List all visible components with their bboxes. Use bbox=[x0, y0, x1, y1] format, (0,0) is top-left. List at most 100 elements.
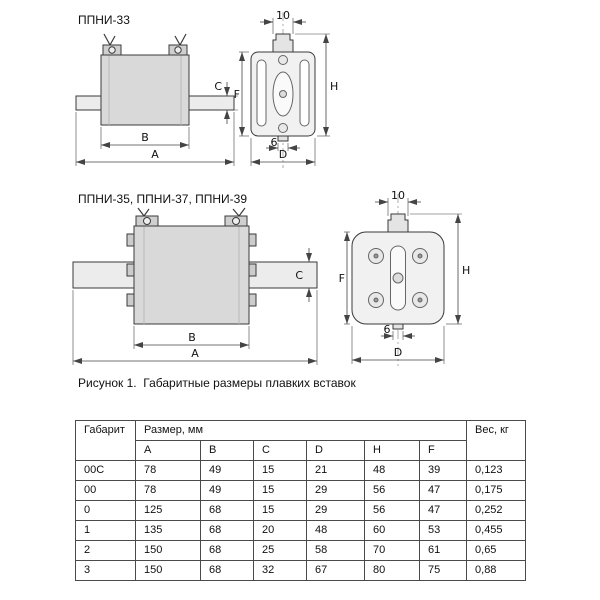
fuse-body bbox=[133, 225, 250, 325]
cell-d: 29 bbox=[306, 500, 365, 521]
dimension-f bbox=[344, 231, 350, 325]
terminal-lugs bbox=[135, 215, 248, 227]
bottom-tab bbox=[277, 135, 289, 142]
right-slot bbox=[299, 59, 310, 127]
left-slot bbox=[256, 59, 267, 127]
cell-b: 68 bbox=[200, 520, 254, 541]
cell-h: 56 bbox=[364, 480, 420, 501]
dim-label-b: B bbox=[188, 331, 196, 344]
dim-label-d: D bbox=[279, 148, 287, 161]
header-size: Размер, мм bbox=[134, 420, 468, 441]
dimension-d bbox=[351, 326, 445, 364]
dimension-b bbox=[133, 326, 250, 349]
cell-a: 150 bbox=[135, 560, 201, 581]
cell-d: 48 bbox=[306, 520, 365, 541]
corner-screws bbox=[368, 248, 428, 308]
cell-h: 48 bbox=[364, 460, 420, 481]
header-dim-d: D bbox=[306, 440, 365, 461]
dim-label-6: 6 bbox=[271, 136, 278, 149]
cell-h: 80 bbox=[364, 560, 420, 581]
cell-weight: 0,175 bbox=[466, 480, 527, 501]
cell-a: 135 bbox=[135, 520, 201, 541]
header-dim-f: F bbox=[418, 440, 468, 461]
fuse-35-front-view: 10 H F 6 D bbox=[339, 189, 470, 366]
header-gabarit: Габарит bbox=[75, 420, 136, 461]
table-row: 1 135 68 20 48 60 53 0,455 bbox=[75, 520, 527, 541]
fuse-33-front-view: 10 H F 6 D bbox=[234, 9, 338, 168]
dim-label-f: F bbox=[339, 272, 345, 285]
cell-b: 68 bbox=[200, 540, 254, 561]
dim-label-h: H bbox=[330, 80, 338, 93]
dimension-c bbox=[220, 82, 238, 124]
dimension-a bbox=[75, 112, 235, 166]
dim-label-c: C bbox=[214, 80, 222, 93]
fig2-title: ППНИ-35, ППНИ-37, ППНИ-39 bbox=[78, 192, 247, 206]
header-dim-h: H bbox=[364, 440, 420, 461]
dim-label-6: 6 bbox=[384, 323, 391, 336]
cell-f: 47 bbox=[418, 480, 468, 501]
indicator-pin bbox=[279, 90, 287, 98]
cell-gabarit: 0 bbox=[75, 500, 136, 521]
dim-label-10: 10 bbox=[276, 9, 290, 22]
cell-gabarit: 3 bbox=[75, 560, 136, 581]
cell-d: 29 bbox=[306, 480, 365, 501]
header-dim-b: B bbox=[200, 440, 254, 461]
cell-c: 20 bbox=[253, 520, 307, 541]
header-dim-a: A bbox=[135, 440, 201, 461]
cell-b: 49 bbox=[200, 480, 254, 501]
cell-gabarit: 00С bbox=[75, 460, 136, 481]
screw-top-icon bbox=[278, 55, 288, 65]
cell-h: 60 bbox=[364, 520, 420, 541]
cell-a: 125 bbox=[135, 500, 201, 521]
cell-weight: 0,252 bbox=[466, 500, 527, 521]
table-row: 3 150 68 32 67 80 75 0,88 bbox=[75, 560, 527, 581]
dimension-f bbox=[239, 51, 249, 137]
cell-gabarit: 00 bbox=[75, 480, 136, 501]
cell-weight: 0,123 bbox=[466, 460, 527, 481]
grip-tab bbox=[272, 33, 294, 55]
dimension-6 bbox=[266, 143, 300, 151]
cell-f: 61 bbox=[418, 540, 468, 561]
contact-clips-icon bbox=[103, 33, 187, 46]
cell-a: 78 bbox=[135, 460, 201, 481]
dimension-10 bbox=[260, 18, 306, 34]
cell-d: 58 bbox=[306, 540, 365, 561]
cell-h: 70 bbox=[364, 540, 420, 561]
table-row: 00 78 49 15 29 56 47 0,175 bbox=[75, 480, 527, 501]
cell-weight: 0,65 bbox=[466, 540, 527, 561]
dimension-d bbox=[250, 138, 316, 166]
header-weight: Вес, кг bbox=[466, 420, 527, 461]
dim-label-b: B bbox=[141, 131, 149, 144]
table-subheader-row: A B C D H F bbox=[76, 440, 526, 461]
terminal-lugs bbox=[102, 44, 188, 56]
dimension-6 bbox=[381, 331, 415, 340]
header-dim-c: C bbox=[253, 440, 307, 461]
cell-b: 49 bbox=[200, 460, 254, 481]
screw-bottom-icon bbox=[278, 123, 288, 133]
cell-c: 15 bbox=[253, 460, 307, 481]
cell-f: 39 bbox=[418, 460, 468, 481]
fuse-body bbox=[100, 54, 190, 126]
cell-weight: 0,88 bbox=[466, 560, 527, 581]
contact-clips-icon bbox=[137, 207, 246, 217]
dim-label-h: H bbox=[462, 264, 470, 277]
cell-d: 67 bbox=[306, 560, 365, 581]
dimension-h bbox=[410, 213, 462, 325]
cell-h: 56 bbox=[364, 500, 420, 521]
dim-label-d: D bbox=[394, 346, 402, 359]
dim-label-c: C bbox=[295, 269, 303, 282]
cell-b: 68 bbox=[200, 500, 254, 521]
cell-f: 47 bbox=[418, 500, 468, 521]
side-ribs bbox=[126, 233, 257, 307]
table-row: 2 150 68 25 58 70 61 0,65 bbox=[75, 540, 527, 561]
cell-c: 15 bbox=[253, 480, 307, 501]
dimension-h bbox=[295, 33, 330, 137]
cell-gabarit: 1 bbox=[75, 520, 136, 541]
dimension-b bbox=[100, 127, 190, 149]
cell-d: 21 bbox=[306, 460, 365, 481]
dimension-a bbox=[72, 290, 318, 365]
cell-b: 68 bbox=[200, 560, 254, 581]
fig1-title: ППНИ-33 bbox=[78, 13, 130, 27]
cell-f: 53 bbox=[418, 520, 468, 541]
